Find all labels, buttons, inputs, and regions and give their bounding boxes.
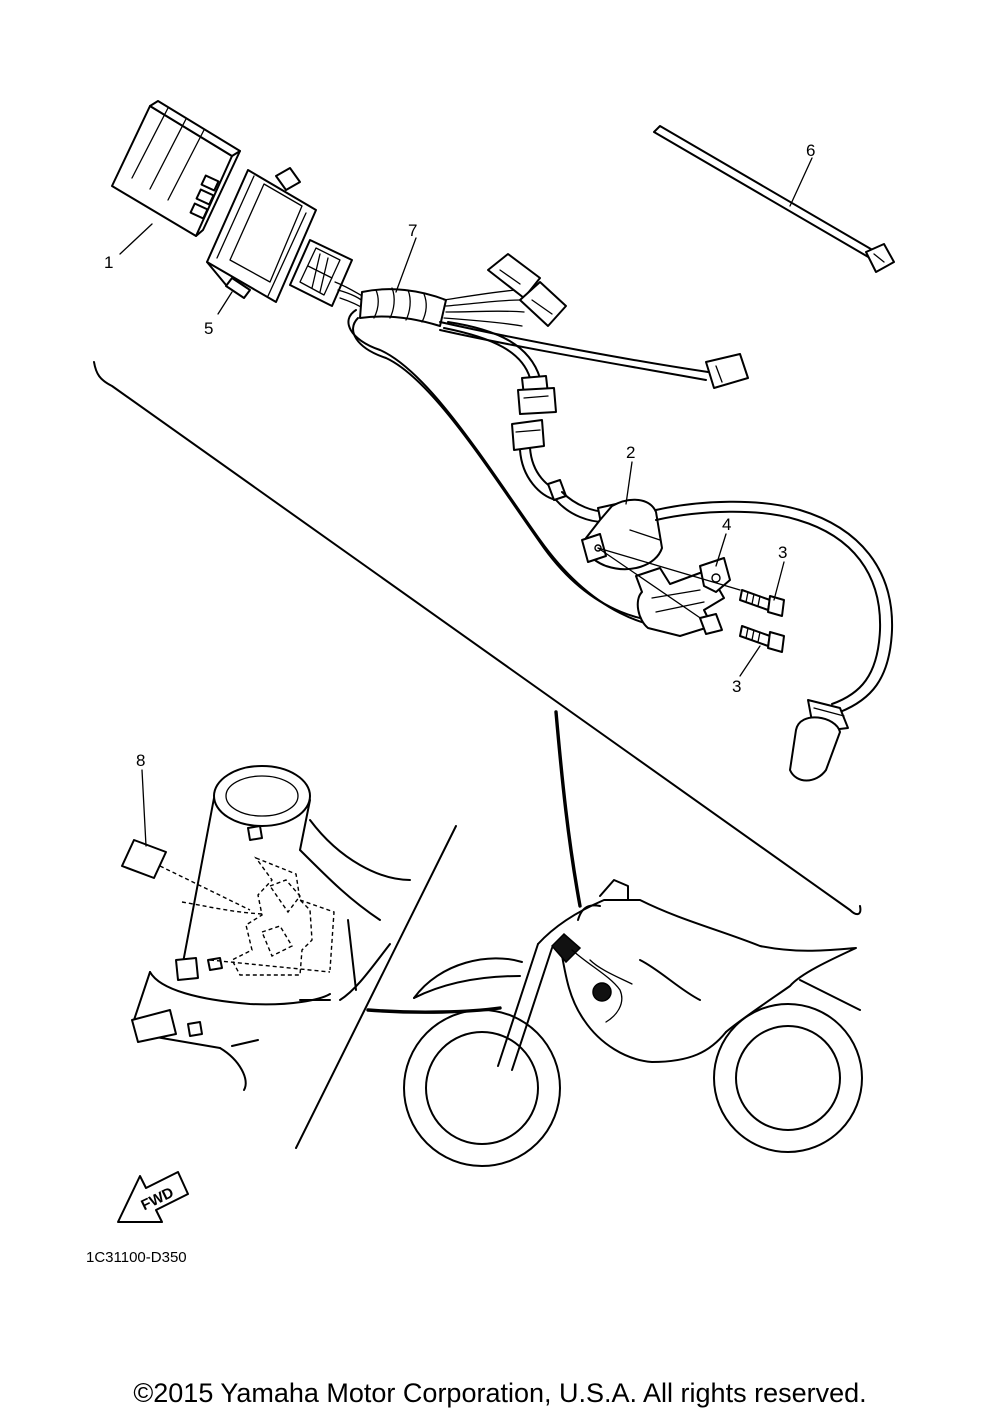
motorcycle-silhouette — [403, 710, 863, 1167]
callout-8: 8 — [136, 751, 145, 770]
callout-6: 6 — [806, 141, 815, 160]
callout-3-upper: 3 — [778, 543, 787, 562]
part-5-cdi-cover[interactable] — [206, 167, 317, 303]
callout-7: 7 — [408, 221, 417, 240]
callout-4: 4 — [722, 515, 731, 534]
callout-1: 1 — [104, 253, 113, 272]
part-4-bracket[interactable] — [597, 547, 741, 637]
diagram-code: 1C31100-D350 — [86, 1249, 187, 1266]
part-3-bolt-lower[interactable] — [739, 625, 785, 653]
callout-numbers: 1 5 7 6 2 4 3 3 8 — [104, 141, 815, 770]
part-3-bolt-upper[interactable] — [739, 589, 785, 617]
callout-5: 5 — [204, 319, 213, 338]
part-2-ignition-coil[interactable] — [519, 447, 894, 782]
part-1-cdi-unit[interactable] — [111, 100, 241, 237]
part-7-wire-harness[interactable] — [289, 239, 749, 630]
part-8-label[interactable] — [121, 839, 167, 879]
callout-3-lower: 3 — [732, 677, 741, 696]
callout-2: 2 — [626, 443, 635, 462]
copyright-notice: ©2015 Yamaha Motor Corporation, U.S.A. A… — [133, 1378, 867, 1408]
leader-lines — [119, 157, 813, 911]
part-6-cable-tie[interactable] — [653, 125, 895, 273]
fwd-arrow-icon: FWD — [117, 1171, 189, 1223]
inset-steering-head — [131, 765, 502, 1149]
section-divider — [93, 361, 862, 916]
